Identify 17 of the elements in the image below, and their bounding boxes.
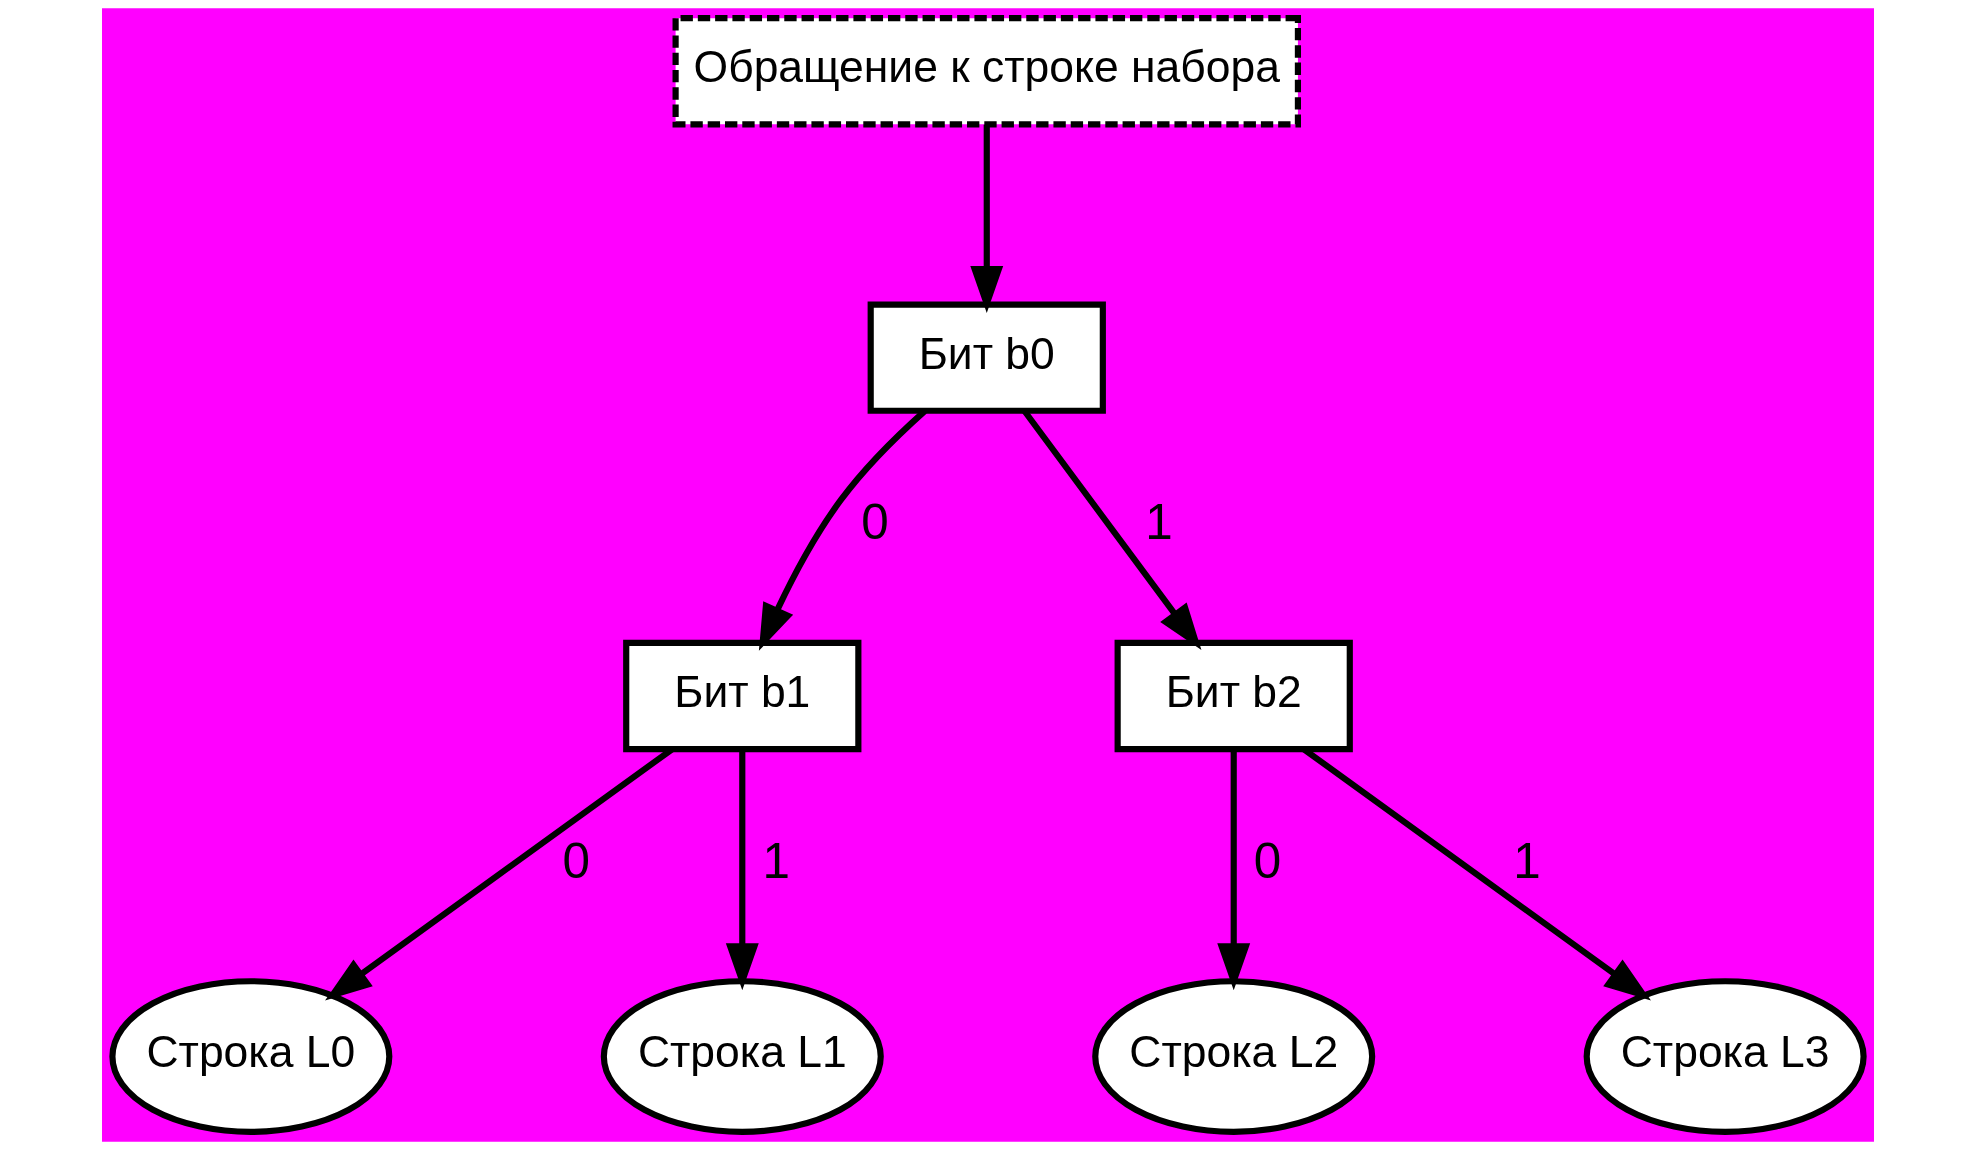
edge-label: 1	[761, 832, 790, 888]
node-box: Обращение к строке набора	[672, 15, 1301, 128]
node-box: Бит b2	[1114, 639, 1353, 753]
edge-label: 0	[1253, 832, 1281, 888]
edge-label: 0	[860, 494, 889, 550]
edge-label: 1	[1144, 494, 1173, 550]
node-ellipse: Строка L3	[1583, 978, 1867, 1135]
node-ellipse: Строка L1	[600, 978, 884, 1135]
node-box: Бит b1	[622, 639, 861, 753]
edge-label: 0	[561, 832, 590, 888]
node-box: Бит b0	[867, 301, 1106, 414]
arrow	[725, 749, 759, 991]
arrow	[969, 124, 1003, 313]
edge-label: 1	[1512, 832, 1541, 888]
arrow	[1216, 749, 1250, 991]
node-ellipse: Строка L2	[1091, 978, 1375, 1135]
node-ellipse: Строка L0	[108, 978, 392, 1135]
